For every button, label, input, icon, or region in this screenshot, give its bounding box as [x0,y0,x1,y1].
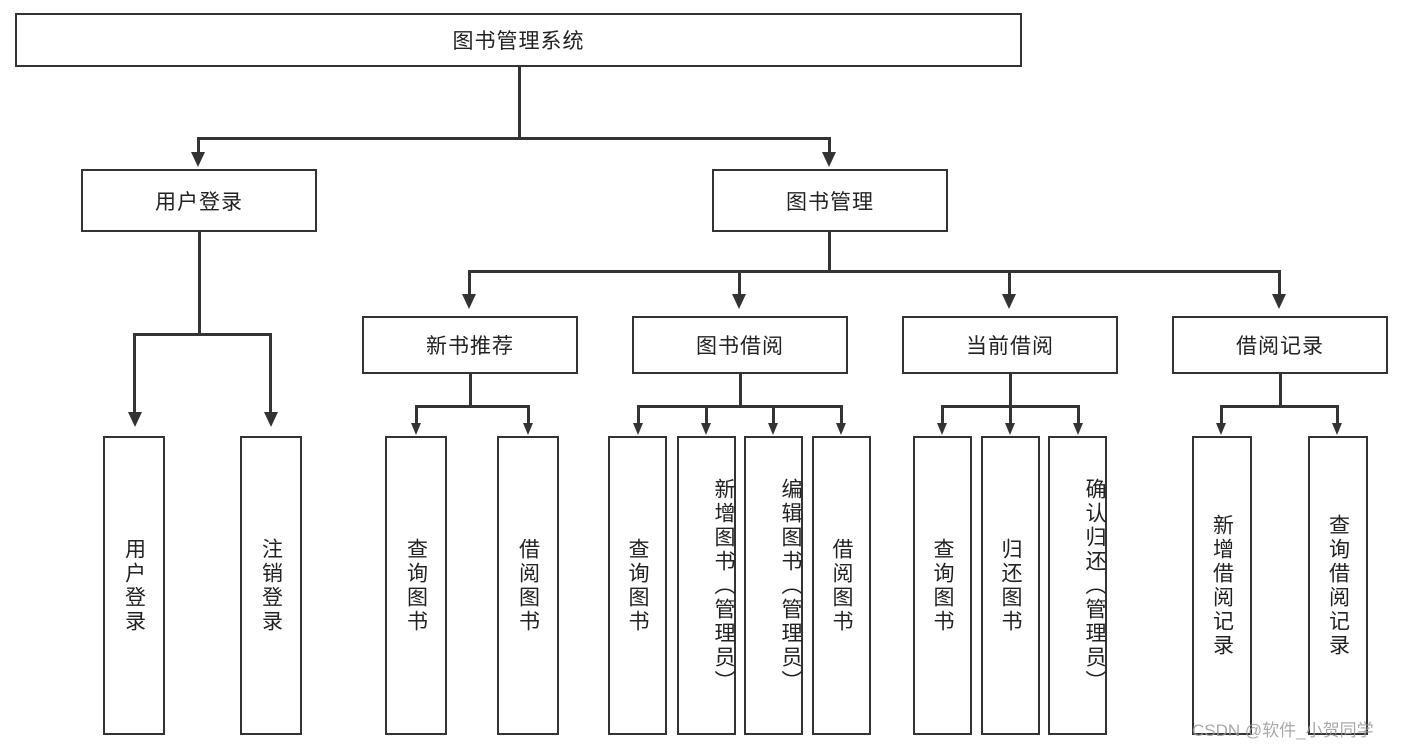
node-label: 用户登录 [122,537,146,634]
arrowhead-current-borrow-leaf-2 [1005,423,1015,435]
arrowhead-user-login-leaf-2 [264,412,278,427]
arrowhead-new-book-recommend-leaf-1 [411,423,421,435]
edge-level2-drop-2 [738,270,741,298]
edge-current-borrow-drop-2 [1009,405,1012,425]
arrowhead-book-borrow-leaf-3 [768,423,778,435]
leaf-current-borrow-3[interactable]: 确认归还（管理员） [1048,436,1107,735]
edge-book-borrow-drop-2 [705,405,708,425]
edge-new-book-recommend-drop-1 [415,405,418,425]
edge-level2-drop-1 [468,270,471,298]
arrowhead-user-login-leaf-1 [128,412,142,427]
node-label: 新增图书（管理员） [712,477,735,694]
edge-borrow-record-drop-2 [1336,405,1339,425]
arrowhead-to-borrow-record [1272,294,1286,309]
leaf-current-borrow-1[interactable]: 查询图书 [913,436,972,735]
node-label: 新书推荐 [426,335,514,358]
leaf-new-book-recommend-2[interactable]: 借阅图书 [497,436,559,735]
edge-book-borrow-leaf-bus [637,405,842,408]
arrowhead-book-borrow-leaf-2 [701,423,711,435]
leaf-user-login-2[interactable]: 注销登录 [240,436,302,735]
node-label: 图书管理 [786,190,874,214]
edge-book-borrow-stem [739,374,742,407]
node-label: 查询图书 [931,537,954,634]
node-label: 查询图书 [626,537,649,634]
node-current-borrow[interactable]: 当前借阅 [902,316,1118,374]
leaf-book-borrow-2[interactable]: 新增图书（管理员） [677,436,736,735]
leaf-user-login-1[interactable]: 用户登录 [103,436,165,735]
leaf-book-borrow-1[interactable]: 查询图书 [608,436,667,735]
edge-borrow-record-leaf-bus [1220,405,1338,408]
arrowhead-to-new-book-recommend [462,294,476,309]
edge-user-login-drop-2 [269,333,272,416]
arrowhead-current-borrow-leaf-3 [1073,423,1083,435]
edge-user-login-drop-1 [133,333,136,416]
arrowhead-to-book-management [822,152,836,167]
node-user-login[interactable]: 用户登录 [81,169,317,232]
node-label: 编辑图书（管理员） [779,477,802,694]
node-label: 当前借阅 [966,335,1054,358]
node-label: 图书管理系统 [452,30,585,53]
edge-current-borrow-drop-1 [941,405,944,425]
node-label: 确认归还（管理员） [1083,477,1106,694]
leaf-book-borrow-3[interactable]: 编辑图书（管理员） [744,436,803,735]
edge-current-borrow-stem [1009,374,1012,407]
edge-borrow-record-drop-1 [1220,405,1223,425]
node-label: 注销登录 [259,537,283,634]
node-label: 用户登录 [155,190,243,214]
edge-new-book-recommend-leaf-bus [415,405,527,408]
node-label: 查询图书 [404,537,428,634]
node-label: 图书借阅 [696,335,784,358]
edge-book-borrow-drop-1 [637,405,640,425]
arrowhead-current-borrow-leaf-1 [937,423,947,435]
leaf-current-borrow-2[interactable]: 归还图书 [981,436,1040,735]
edge-level2-drop-4 [1278,270,1281,298]
edge-user-login-stem [198,232,201,335]
arrowhead-borrow-record-leaf-2 [1332,423,1342,435]
node-label: 查询借阅记录 [1326,513,1350,658]
node-book-management[interactable]: 图书管理 [712,169,948,232]
node-book-borrow[interactable]: 图书借阅 [632,316,848,374]
node-label: 归还图书 [999,537,1022,634]
arrowhead-to-book-borrow [732,294,746,309]
edge-root-stem [518,67,521,139]
edge-level2-drop-3 [1008,270,1011,298]
edge-borrow-record-stem [1279,374,1282,407]
edge-new-book-recommend-stem [469,374,472,407]
edge-level1-bus [197,137,830,140]
arrowhead-to-user-login [191,152,205,167]
edge-new-book-recommend-drop-2 [527,405,530,425]
node-label: 新增借阅记录 [1210,513,1234,658]
edge-level1-drop-book-management [828,137,831,157]
csdn-watermark: CSDN @软件_小贺同学 [1192,721,1374,740]
node-new-book-recommend[interactable]: 新书推荐 [362,316,578,374]
leaf-borrow-record-1[interactable]: 新增借阅记录 [1192,436,1252,735]
node-label: 借阅记录 [1236,335,1324,358]
arrowhead-to-current-borrow [1002,294,1016,309]
edge-user-login-leaf-bus [133,333,269,336]
edge-current-borrow-drop-3 [1077,405,1080,425]
edge-book-borrow-drop-4 [840,405,843,425]
edge-level2-bus [468,270,1280,273]
node-root-book-management-system[interactable]: 图书管理系统 [15,13,1022,67]
arrowhead-book-borrow-leaf-1 [633,423,643,435]
edge-book-borrow-drop-3 [772,405,775,425]
node-label: 借阅图书 [830,537,853,634]
edge-level1-drop-user-login [197,137,200,157]
leaf-book-borrow-4[interactable]: 借阅图书 [812,436,871,735]
leaf-new-book-recommend-1[interactable]: 查询图书 [385,436,447,735]
leaf-borrow-record-2[interactable]: 查询借阅记录 [1308,436,1368,735]
edge-book-management-stem [828,232,831,272]
arrowhead-new-book-recommend-leaf-2 [523,423,533,435]
arrowhead-book-borrow-leaf-4 [836,423,846,435]
node-borrow-record[interactable]: 借阅记录 [1172,316,1388,374]
node-label: 借阅图书 [516,537,540,634]
arrowhead-borrow-record-leaf-1 [1216,423,1226,435]
